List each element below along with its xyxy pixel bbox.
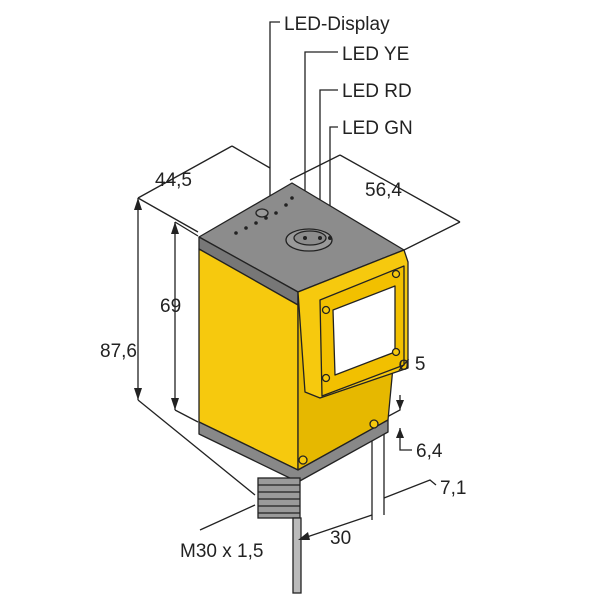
screw-icon xyxy=(321,305,331,315)
led-ye-leader xyxy=(304,51,338,238)
dim-body-height: 69 xyxy=(160,296,181,317)
offset-7-leader xyxy=(383,479,437,499)
label-led-ye: LED YE xyxy=(342,44,409,65)
cable xyxy=(292,517,302,594)
screw-icon xyxy=(391,347,401,357)
dim-hole-offset-2: 7,1 xyxy=(440,478,466,499)
button-icon xyxy=(255,208,269,218)
leader-lines xyxy=(137,21,461,541)
dim-width: 56,4 xyxy=(365,180,402,201)
screw-icon xyxy=(391,269,401,279)
width-dim-line xyxy=(339,154,461,223)
hole-offset-leader xyxy=(399,428,412,451)
led-gn-leader xyxy=(329,126,338,238)
dim-hole-diameter: ø 5 xyxy=(398,354,425,375)
sensor-housing xyxy=(198,182,409,483)
connector-dim-line xyxy=(297,514,373,541)
label-led-display: LED-Display xyxy=(284,14,390,35)
arrowheads xyxy=(134,198,404,540)
dim-total-height: 87,6 xyxy=(100,341,137,362)
m30-connector xyxy=(257,477,302,594)
label-led-gn: LED GN xyxy=(342,118,413,139)
dim-depth: 44,5 xyxy=(155,170,192,191)
led-rd-leader xyxy=(319,89,338,238)
mount-hole-icon xyxy=(298,455,308,465)
dim-connector-offset: 30 xyxy=(330,528,351,549)
depth-dim-line xyxy=(137,145,233,199)
label-led-rd: LED RD xyxy=(342,81,412,102)
mount-hole-icon xyxy=(369,419,379,429)
dim-thread: M30 x 1,5 xyxy=(180,541,263,562)
led-dots xyxy=(234,196,332,240)
bottom-band xyxy=(198,419,389,483)
screw-icon xyxy=(321,373,331,383)
led-display-leader xyxy=(269,21,280,210)
dim-hole-offset-1: 6,4 xyxy=(416,441,443,462)
